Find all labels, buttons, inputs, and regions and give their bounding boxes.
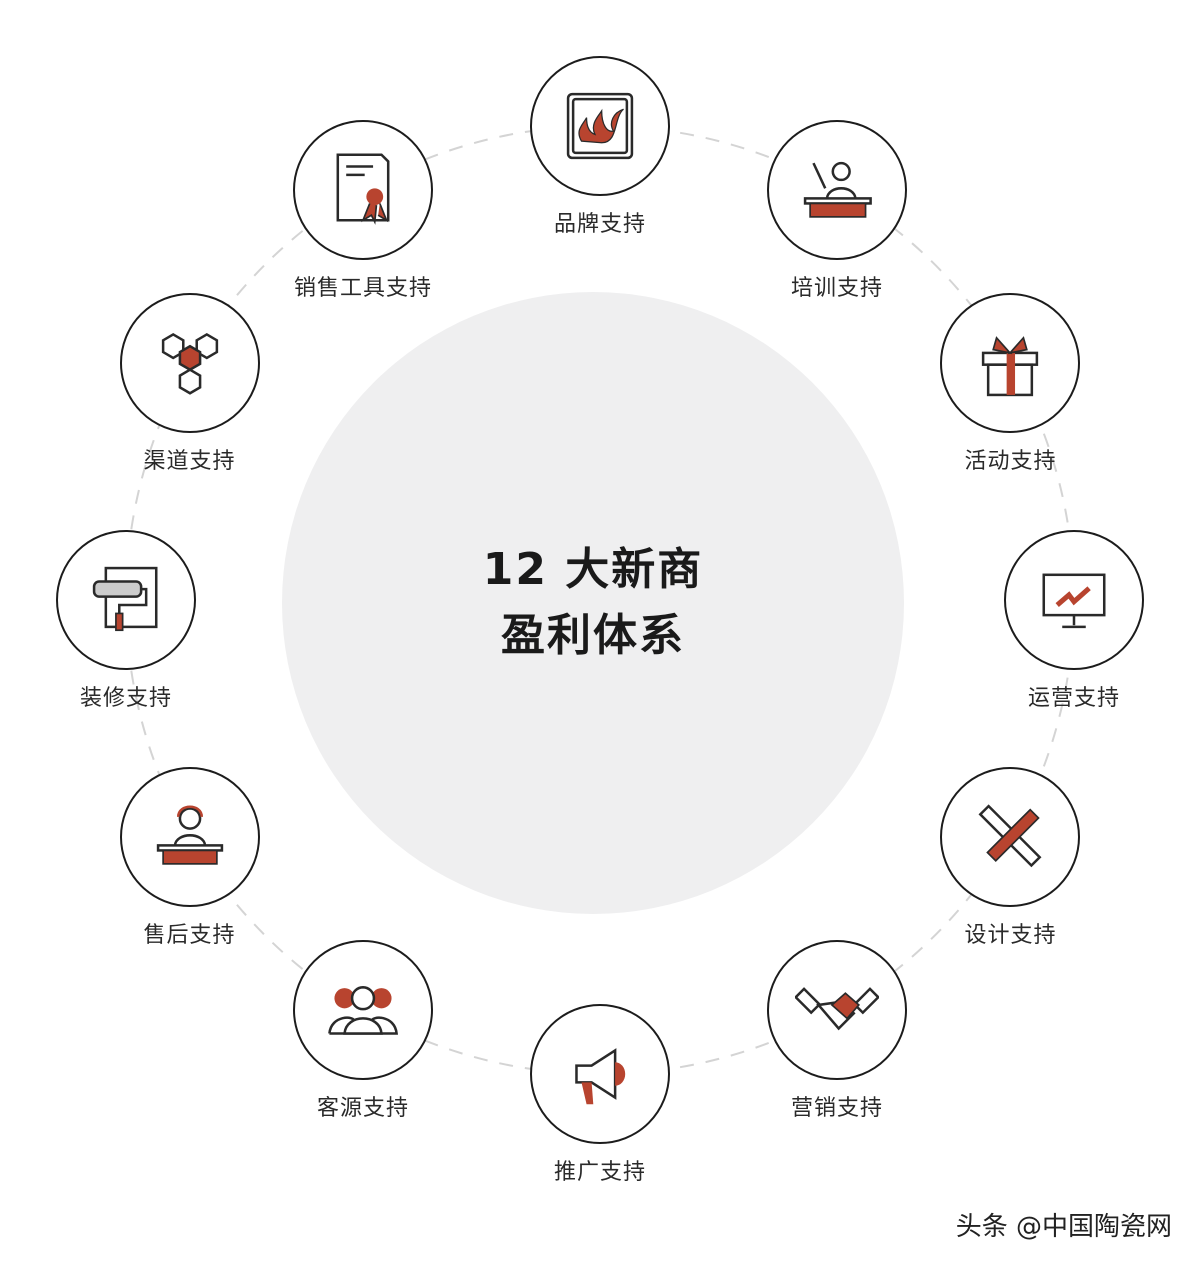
node-label: 售后支持 — [143, 923, 236, 948]
node-flame — [530, 56, 670, 196]
node-label: 设计支持 — [964, 923, 1057, 948]
node-people — [293, 940, 433, 1081]
node-label: 推广支持 — [553, 1160, 646, 1185]
node-certificate — [293, 119, 433, 260]
support-agent-icon — [156, 805, 223, 865]
node-pencil-ruler — [940, 767, 1081, 907]
node-handshake — [767, 940, 907, 1081]
people-icon — [328, 986, 398, 1036]
node-gift — [940, 293, 1081, 433]
center-title-line-2: 盈利体系 — [501, 610, 685, 661]
node-hexagons — [119, 293, 260, 433]
node-label: 活动支持 — [964, 449, 1057, 474]
node-teacher — [767, 119, 907, 260]
node-label: 品牌支持 — [553, 212, 646, 237]
node-label: 销售工具支持 — [293, 275, 432, 301]
watermark: 头条 @中国陶瓷网 — [955, 1212, 1172, 1242]
certificate-icon — [336, 152, 390, 225]
node-paint-roller — [56, 530, 196, 670]
handshake-icon — [795, 987, 879, 1031]
gift-icon — [982, 336, 1039, 397]
node-label: 渠道支持 — [143, 449, 236, 474]
node-label: 装修支持 — [79, 686, 172, 711]
teacher-icon — [803, 161, 872, 218]
center-title-line-1: 12 大新商 — [482, 544, 704, 595]
flame-icon — [566, 92, 634, 160]
megaphone-icon — [575, 1048, 626, 1105]
node-monitor-chart — [1004, 530, 1144, 670]
node-label: 客源支持 — [316, 1096, 409, 1122]
center-title: 12 大新商 盈利体系 — [282, 292, 904, 914]
hexagons-icon — [161, 332, 218, 395]
node-support-agent — [119, 767, 260, 907]
node-megaphone — [530, 1004, 670, 1144]
node-label: 营销支持 — [790, 1096, 883, 1122]
paint-roller-icon — [92, 566, 158, 632]
pencil-ruler-icon — [979, 804, 1042, 868]
node-label: 运营支持 — [1027, 686, 1120, 711]
node-label: 培训支持 — [790, 275, 883, 301]
monitor-chart-icon — [1042, 573, 1106, 629]
